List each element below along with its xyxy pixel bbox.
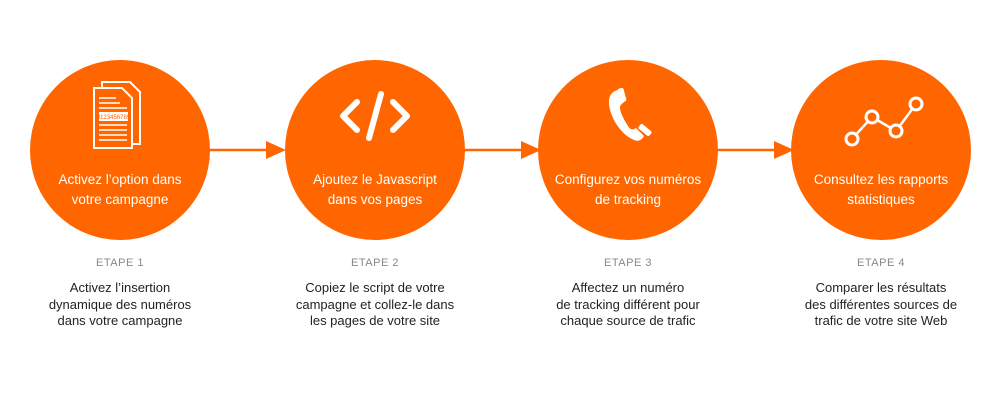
step-title: Configurez vos numéros de tracking [554,172,702,207]
step-title: Activez l’option dans votre campagne [58,172,182,207]
step-title: Consultez les rapports statistiques [813,172,949,207]
step-2: Ajoutez le Javascript dans vos pages [285,60,465,240]
step-label: ETAPE 3 [604,257,652,269]
step-circle: Consultez les rapports statistiques [791,60,971,240]
step-description: Activez l’insertion dynamique des numéro… [48,280,192,328]
step-circle: Ajoutez le Javascript dans vos pages [285,60,465,240]
arrow-right-icon [716,141,794,159]
step-description: Affectez un numéro de tracking différent… [556,280,700,328]
step-description: Copiez le script de votre campagne et co… [295,280,455,328]
step-label: ETAPE 1 [96,257,144,269]
svg-text:0123456789: 0123456789 [97,115,131,121]
step-description: Comparer les résultats des différentes s… [804,280,958,328]
step-3: Configurez vos numéros de tracking [538,60,718,240]
arrow-right-icon [208,141,286,159]
step-title: Ajoutez le Javascript dans vos pages [313,172,437,207]
step-circle: Configurez vos numéros de tracking [538,60,718,240]
document-icon: 0123456789 [93,81,141,149]
arrow-right-icon [463,141,541,159]
step-1: 0123456789 Activez l’option dans votre c… [30,60,210,240]
step-4: Consultez les rapports statistiques [791,60,971,240]
step-circle: 0123456789 Activez l’option dans votre c… [30,60,210,240]
phone-icon [608,87,652,141]
line-chart-icon [844,96,924,147]
step-label: ETAPE 2 [351,257,399,269]
code-icon [340,91,410,141]
step-label: ETAPE 4 [857,257,905,269]
